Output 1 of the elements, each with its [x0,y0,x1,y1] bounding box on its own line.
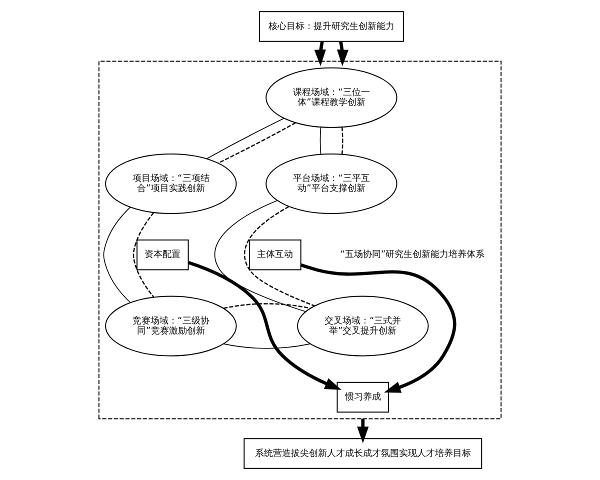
label: “五场协同”研究生创新能力培养体系 [340,250,485,260]
